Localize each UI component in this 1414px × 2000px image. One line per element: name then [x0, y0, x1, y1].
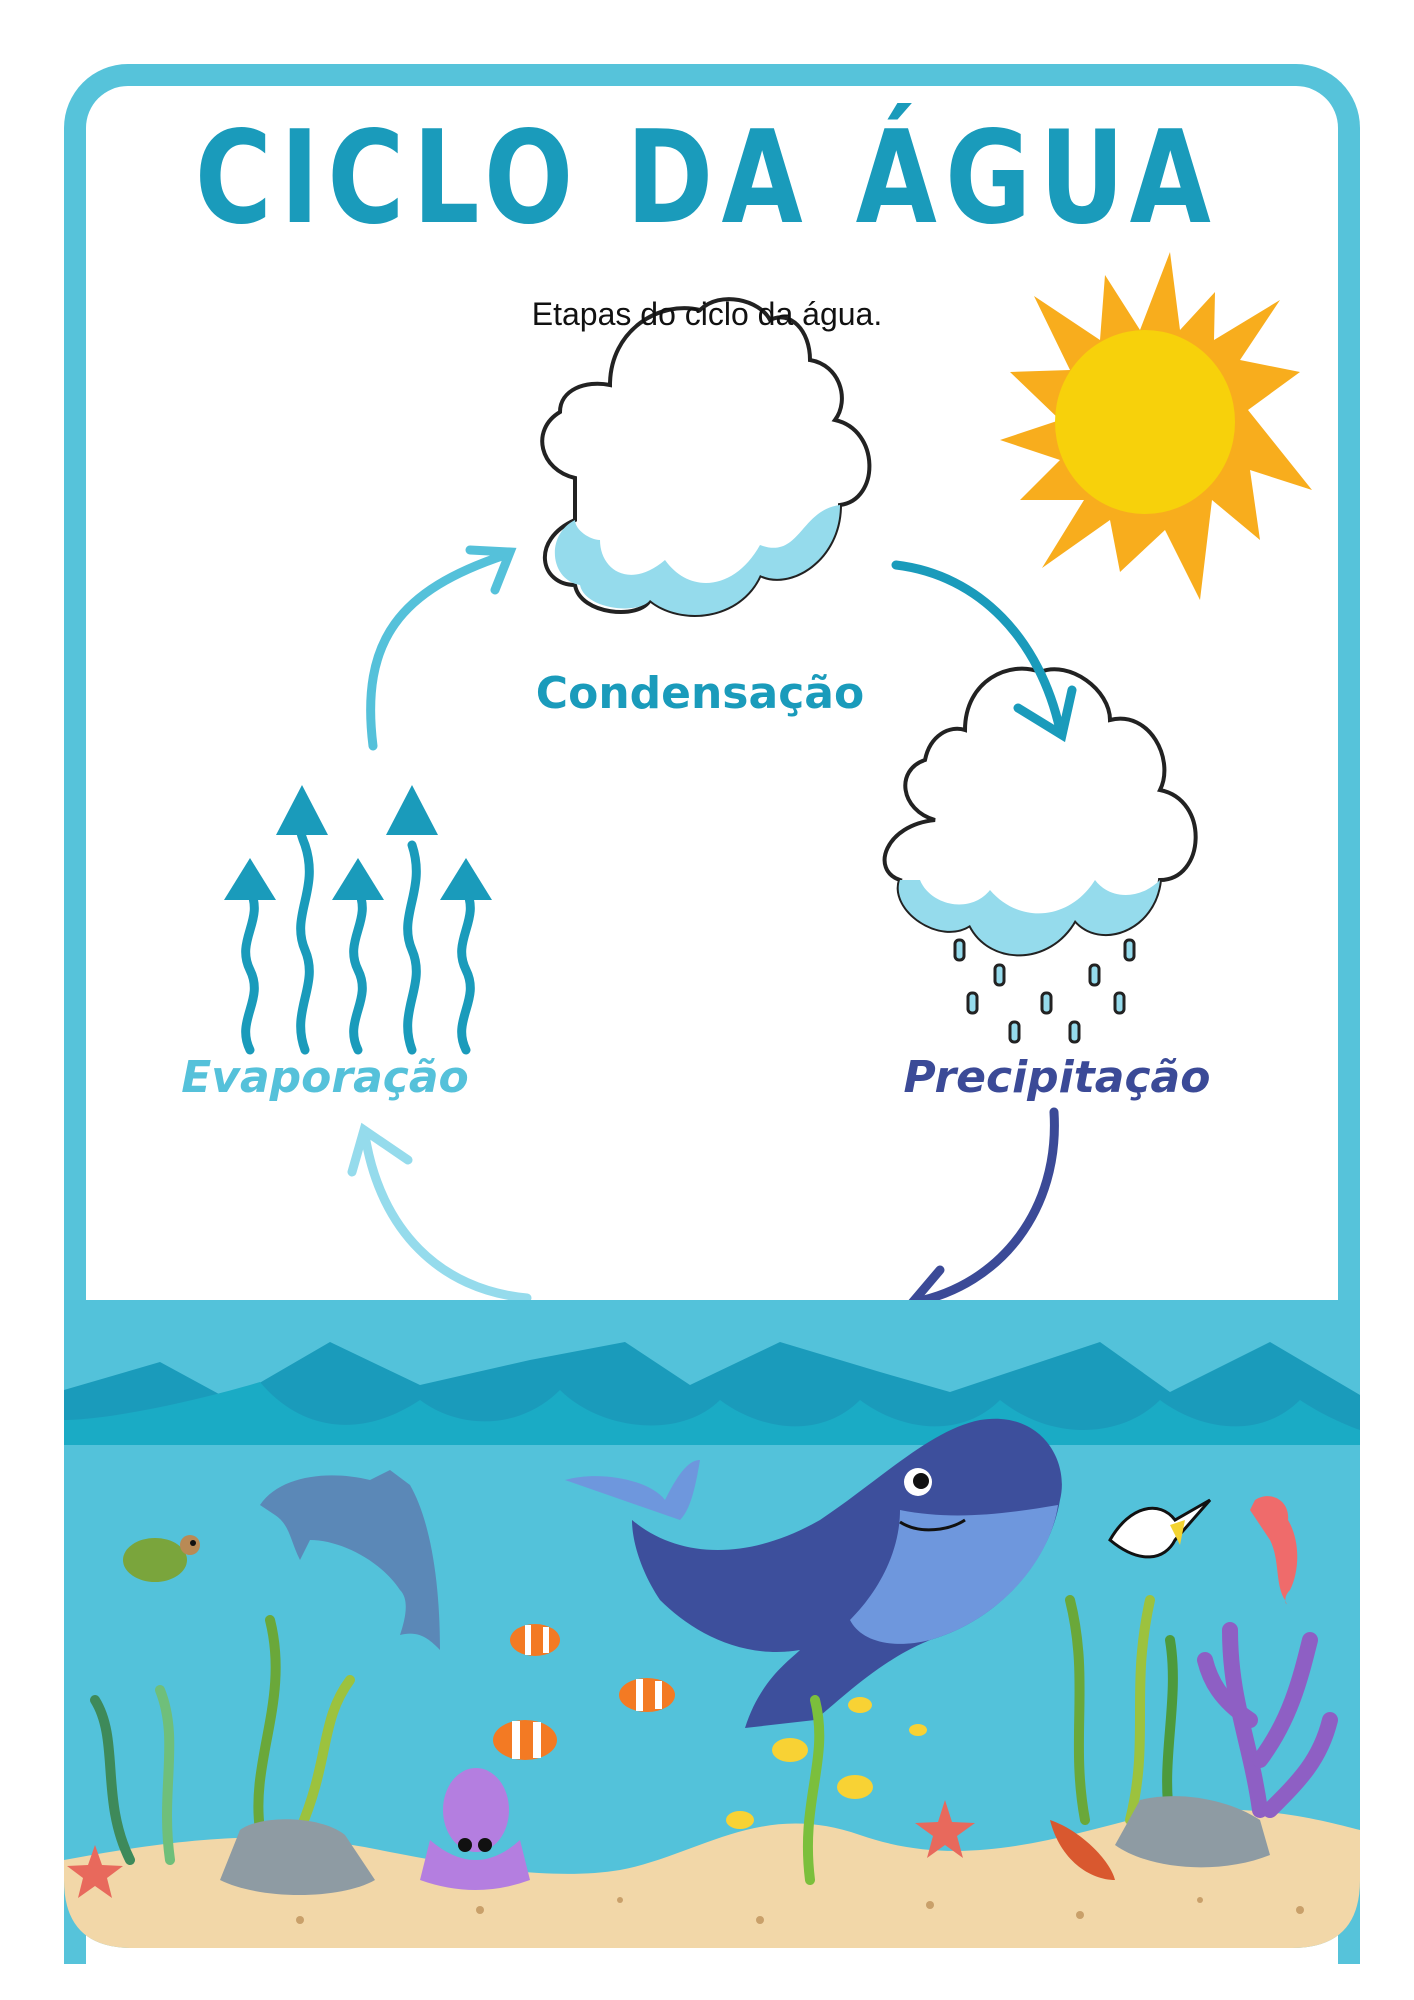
raindrops [953, 938, 1136, 1044]
evaporation-arrows-icon [224, 785, 492, 1055]
whale-icon [565, 1418, 1062, 1728]
clownfish-icon [493, 1720, 557, 1760]
arrow-condensation-to-precipitation [891, 560, 1065, 735]
clownfish-icon [619, 1678, 675, 1712]
label-precipitation: Precipitação [903, 1052, 1211, 1103]
yellow-fish-icon [726, 1697, 927, 1829]
cycle-arrows [347, 545, 1077, 1317]
page-subtitle: Etapas do ciclo da água. [531, 296, 883, 332]
label-condensation: Condensação [535, 668, 865, 719]
sand [64, 1809, 1360, 1948]
page-title: CICLO DA ÁGUA [194, 104, 1220, 253]
clownfish-icon [510, 1624, 560, 1656]
rock-icon [220, 1819, 375, 1895]
angelfish-icon [1108, 1498, 1212, 1559]
cloud-icon [540, 297, 872, 617]
arrow-evaporation-to-condensation [366, 550, 510, 751]
turtle-icon [123, 1535, 200, 1582]
starfish-icon [915, 1800, 975, 1858]
waves-back [64, 1342, 1360, 1430]
starfish-icon [67, 1845, 123, 1898]
coral-icon [1197, 1622, 1338, 1818]
label-evaporation: Evaporação [181, 1052, 469, 1103]
sun-icon [1000, 252, 1312, 600]
seahorse-icon [1250, 1496, 1298, 1605]
waves-front [64, 1382, 1360, 1445]
seaweed-icon [90, 1595, 1178, 1885]
octopus-icon [420, 1768, 530, 1890]
arrow-precipitation-to-ocean [910, 1107, 1059, 1307]
ocean-scene [64, 1300, 1360, 1948]
rain-cloud-icon [882, 666, 1198, 1044]
rock-icon [1115, 1796, 1270, 1868]
dolphin-icon [260, 1470, 440, 1650]
shell-icon [1050, 1820, 1115, 1880]
arrow-ocean-to-evaporation [360, 1130, 532, 1303]
